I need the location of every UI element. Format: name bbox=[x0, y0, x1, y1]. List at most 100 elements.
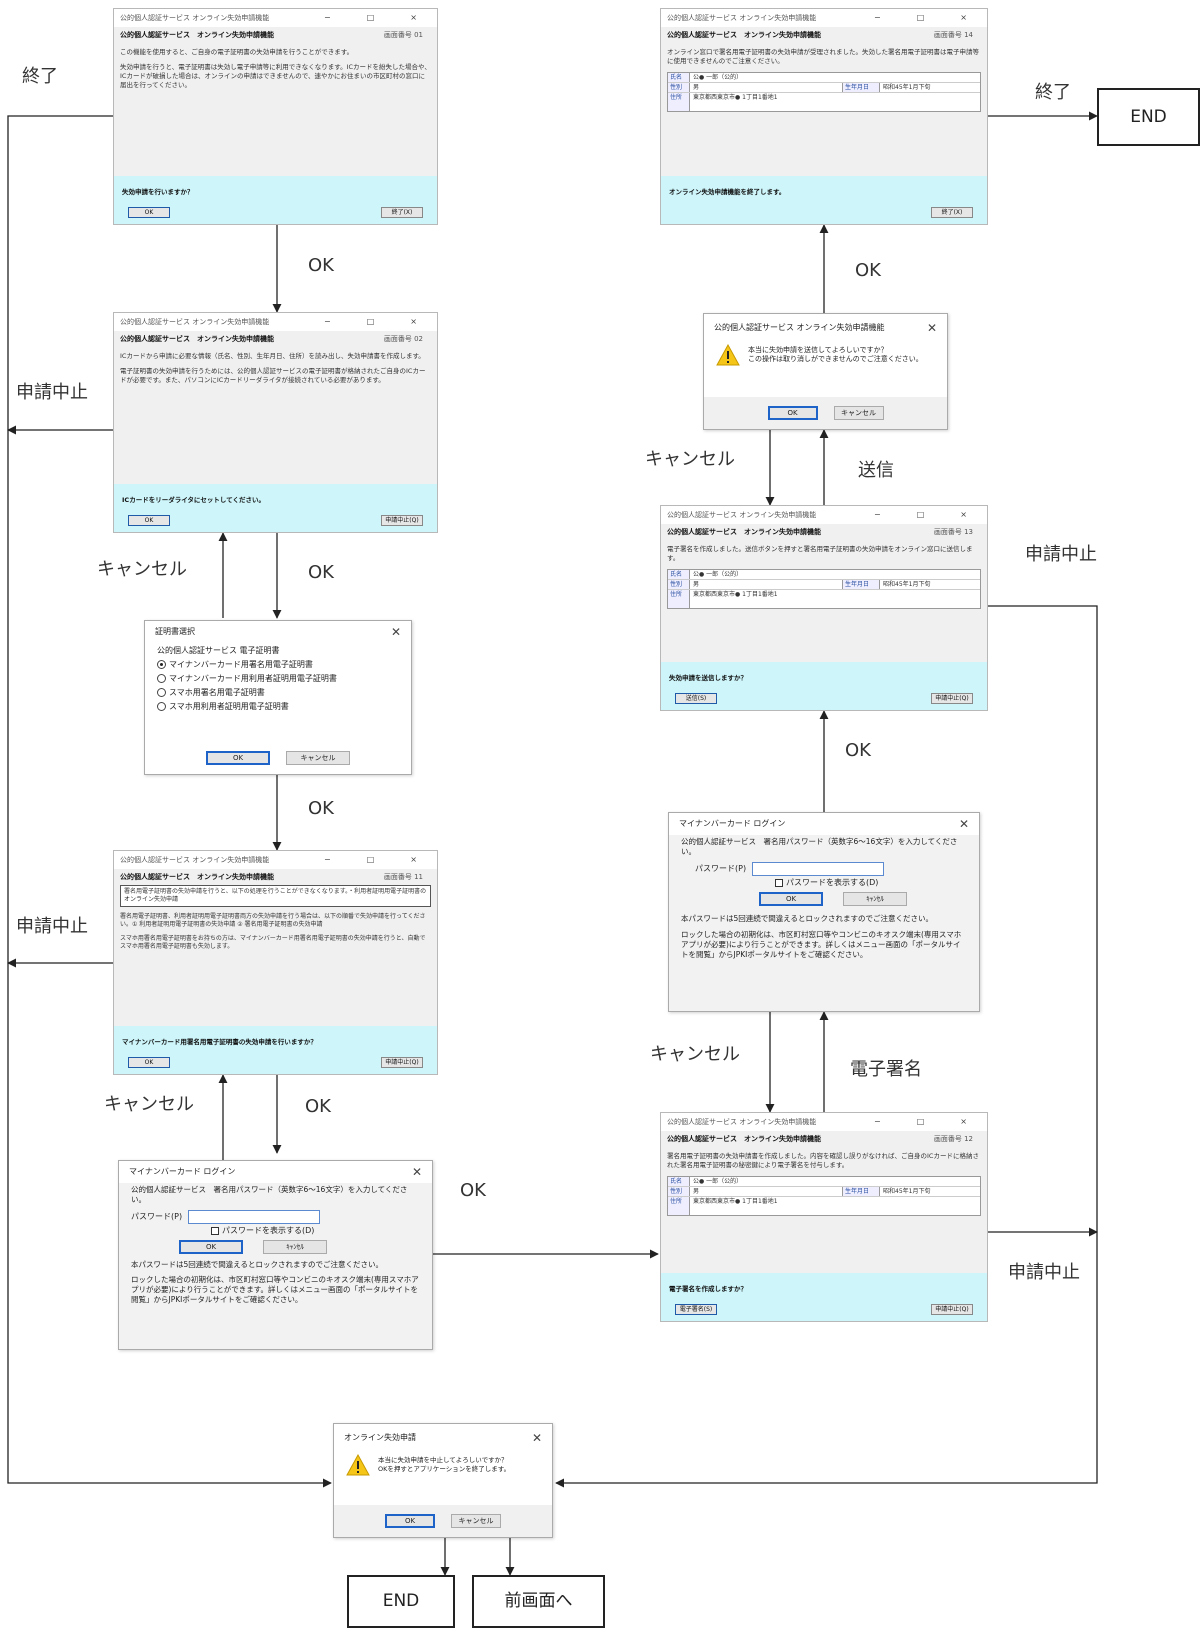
line-end-left bbox=[7, 115, 332, 1488]
label-abort-r2: 申請中止 bbox=[1008, 1262, 1080, 1283]
lock-warning: 本パスワードは5回連続で間違えるとロックされますのでご注意ください。 bbox=[681, 914, 934, 923]
end-button[interactable]: 終了(X) bbox=[381, 207, 423, 218]
warning-icon bbox=[716, 344, 740, 366]
ok-button[interactable]: OK bbox=[179, 1240, 243, 1254]
applicant-info-table: 氏名公● 一郎（公的） 性別男生年月日昭和45年1月下旬 住所東京都西東京市● … bbox=[667, 1176, 981, 1216]
cancel-button[interactable]: ｷｬﾝｾﾙ bbox=[263, 1240, 327, 1254]
sign-button[interactable]: 電子署名(S) bbox=[675, 1304, 717, 1315]
confirm-line-2: この操作は取り消しができませんのでご注意ください。 bbox=[748, 355, 923, 363]
service-title: 公的個人認証サービス オンライン失効申請機能 bbox=[120, 31, 274, 39]
label-end-left: 終了 bbox=[22, 66, 58, 87]
show-password-checkbox[interactable]: パスワードを表示する(D) bbox=[211, 1226, 420, 1236]
screen-text-2: スマホ用署名用電子証明書をお持ちの方は、マイナンバーカード用署名用電子証明書の失… bbox=[120, 935, 426, 950]
footer-prompt: オンライン失効申請機能を終了します。 bbox=[669, 188, 786, 196]
cancel-button[interactable]: キャンセル bbox=[833, 406, 884, 420]
radio-icon[interactable] bbox=[157, 688, 166, 697]
dialog-title: オンライン失効申請 bbox=[344, 1433, 416, 1442]
ok-button[interactable]: OK bbox=[767, 406, 818, 420]
close-icon[interactable]: ✕ bbox=[926, 321, 937, 335]
cert-option-2[interactable]: マイナンバーカード用利用者証明用電子証明書 bbox=[157, 673, 399, 684]
footer-prompt: 失効申請を送信しますか？ bbox=[669, 674, 747, 682]
end-button[interactable]: 終了(X) bbox=[931, 207, 973, 218]
applicant-info-table: 氏名公● 一郎（公的） 性別男生年月日昭和45年1月下旬 住所東京都西東京市● … bbox=[667, 72, 981, 112]
screen-footer: 失効申請を行いますか？ OK 終了(X) bbox=[114, 176, 437, 224]
service-title: 公的個人認証サービス オンライン失効申請機能 bbox=[120, 335, 274, 343]
abort-button[interactable]: 申請中止(Q) bbox=[931, 693, 973, 704]
notice-box: 署名用電子証明書の失効申請を行うと、以下の処理を行うことができなくなります。・利… bbox=[120, 885, 431, 907]
abort-button[interactable]: 申請中止(Q) bbox=[931, 1304, 973, 1315]
dialog-title: マイナンバーカード ログイン bbox=[129, 1167, 236, 1176]
cancel-button[interactable]: キャンセル bbox=[286, 751, 350, 765]
radio-icon[interactable] bbox=[157, 702, 166, 711]
title-bar: 公的個人認証サービス オンライン失効申請機能− □ × bbox=[114, 851, 437, 869]
radio-icon[interactable] bbox=[157, 674, 166, 683]
lock-warning: 本パスワードは5回連続で間違えるとロックされますのでご注意ください。 bbox=[131, 1260, 384, 1269]
password-label: パスワード(P) bbox=[695, 864, 747, 873]
screen-number: 画面番号 14 bbox=[933, 31, 973, 39]
screen-number: 画面番号 12 bbox=[933, 1135, 973, 1143]
screen-text-2: 電子証明書の失効申請を行うためには、公的個人認証サービスの電子証明書が格納された… bbox=[120, 367, 426, 384]
screen-number: 画面番号 01 bbox=[383, 31, 423, 39]
label-ok-r2: OK bbox=[845, 740, 871, 761]
abort-confirm-dialog: オンライン失効申請✕ 本当に失効申請を中止してよろしいですか？OKを押すとアプリ… bbox=[333, 1423, 553, 1538]
title-bar: 公的個人認証サービス オンライン失効申請機能− □ × bbox=[114, 9, 437, 27]
close-icon[interactable]: ✕ bbox=[390, 625, 401, 639]
line-abort-right bbox=[555, 605, 1098, 1488]
service-title: 公的個人認証サービス オンライン失効申請機能 bbox=[667, 528, 821, 536]
cancel-button[interactable]: キャンセル bbox=[451, 1514, 501, 1528]
abort-button[interactable]: 申請中止(Q) bbox=[381, 1057, 423, 1068]
unlock-info: ロックした場合の初期化は、市区町村窓口等やコンビニのキオスク端末(専用スマホアプ… bbox=[131, 1275, 419, 1304]
close-icon[interactable]: ✕ bbox=[958, 817, 969, 831]
end-terminal-top: END bbox=[1097, 88, 1200, 146]
label-ok-4: OK bbox=[305, 1096, 331, 1117]
cert-option-4[interactable]: スマホ用利用者証明用電子証明書 bbox=[157, 701, 399, 712]
password-input[interactable] bbox=[752, 862, 885, 876]
title-bar: 公的個人認証サービス オンライン失効申請機能− □ × bbox=[661, 9, 987, 27]
label-cancel-1: キャンセル bbox=[97, 559, 187, 580]
service-title: 公的個人認証サービス オンライン失効申請機能 bbox=[120, 873, 274, 881]
dialog-title: 証明書選択 bbox=[155, 627, 195, 636]
ok-button[interactable]: OK bbox=[128, 1057, 170, 1068]
screen-text: 電子署名を作成しました。送信ボタンを押すと署名用電子証明書の失効申請をオンライン… bbox=[667, 545, 973, 562]
radio-selected-icon[interactable] bbox=[157, 660, 166, 669]
cert-select-dialog: 証明書選択✕ 公的個人認証サービス 電子証明書 マイナンバーカード用署名用電子証… bbox=[144, 620, 412, 775]
confirm-line-1: 本当に失効申請を送信してよろしいですか？ bbox=[748, 346, 888, 354]
screen-14-window: 公的個人認証サービス オンライン失効申請機能− □ × 公的個人認証サービス オ… bbox=[660, 8, 988, 225]
send-confirm-dialog: 公的個人認証サービス オンライン失効申請機能✕ 本当に失効申請を送信してよろしい… bbox=[703, 313, 948, 430]
label-ok-2: OK bbox=[308, 562, 334, 583]
footer-prompt: 電子署名を作成しますか？ bbox=[669, 1285, 747, 1293]
screen-number: 画面番号 13 bbox=[933, 528, 973, 536]
ok-button[interactable]: OK bbox=[128, 515, 170, 526]
label-ok-1: OK bbox=[308, 255, 334, 276]
screen-02-window: 公的個人認証サービス オンライン失効申請機能− □ × 公的個人認証サービス オ… bbox=[113, 312, 438, 533]
login-instruction: 公的個人認証サービス 署名用パスワード（英数字6〜16文字）を入力してください。 bbox=[131, 1185, 408, 1204]
screen-text: 署名用電子証明書、利用者証明用電子証明書両方の失効申請を行う場合は、以下の順番で… bbox=[120, 913, 426, 928]
ok-button[interactable]: OK bbox=[759, 892, 823, 906]
cert-option-3[interactable]: スマホ用署名用電子証明書 bbox=[157, 687, 399, 698]
send-button[interactable]: 送信(S) bbox=[675, 693, 717, 704]
abort-button[interactable]: 申請中止(Q) bbox=[381, 515, 423, 526]
cert-option-1[interactable]: マイナンバーカード用署名用電子証明書 bbox=[157, 659, 399, 670]
close-icon[interactable]: ✕ bbox=[411, 1165, 422, 1179]
cancel-button[interactable]: ｷｬﾝｾﾙ bbox=[843, 892, 907, 906]
ok-button[interactable]: OK bbox=[206, 751, 270, 765]
ok-button[interactable]: OK bbox=[385, 1514, 435, 1528]
screen-text-2: 失効申請を行うと、電子証明書は失効し電子申請等に利用できなくなります。ICカード… bbox=[120, 63, 431, 89]
screen-12-window: 公的個人認証サービス オンライン失効申請機能− □ × 公的個人認証サービス オ… bbox=[660, 1112, 988, 1322]
service-title: 公的個人認証サービス オンライン失効申請機能 bbox=[667, 1135, 821, 1143]
screen-number: 画面番号 02 bbox=[383, 335, 423, 343]
screen-13-window: 公的個人認証サービス オンライン失効申請機能− □ × 公的個人認証サービス オ… bbox=[660, 505, 988, 711]
service-title: 公的個人認証サービス オンライン失効申請機能 bbox=[667, 31, 821, 39]
label-cancel-2: キャンセル bbox=[104, 1094, 194, 1115]
show-password-checkbox[interactable]: パスワードを表示する(D) bbox=[775, 878, 967, 888]
warning-icon bbox=[346, 1454, 370, 1476]
label-end-right: 終了 bbox=[1035, 82, 1071, 103]
password-input[interactable] bbox=[188, 1210, 321, 1224]
screen-text: 署名用電子証明書の失効申請書を作成しました。内容を確認し誤りがなければ、ご自身の… bbox=[667, 1152, 979, 1169]
ok-button[interactable]: OK bbox=[128, 207, 170, 218]
footer-prompt: ICカードをリーダライタにセットしてください。 bbox=[122, 496, 266, 504]
label-ok-r1: OK bbox=[855, 260, 881, 281]
close-icon[interactable]: ✕ bbox=[531, 1431, 542, 1445]
label-send: 送信 bbox=[858, 460, 894, 481]
